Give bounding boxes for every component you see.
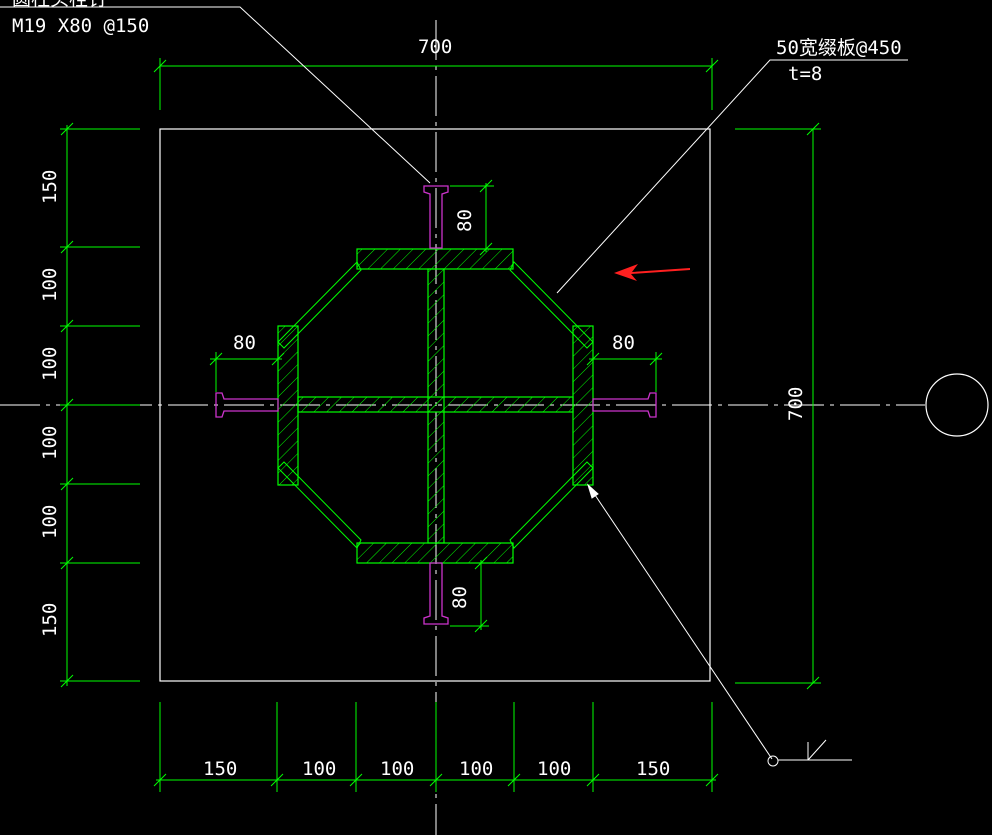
stud-name-label: 圆柱头栓钉	[12, 0, 107, 10]
right-flange	[572, 325, 594, 486]
dim-left-3: 100	[39, 347, 61, 381]
dim-bottom-2: 100	[302, 758, 336, 780]
dim-left-1: 150	[39, 170, 61, 204]
stiffener-thickness: t=8	[788, 63, 822, 85]
left-dimension-chain	[60, 122, 140, 688]
axis-lines	[0, 20, 925, 835]
dim-bottom-6: 150	[636, 758, 670, 780]
weld-leader	[586, 483, 852, 767]
left-flange	[277, 325, 299, 486]
dim-bottom-3: 100	[380, 758, 414, 780]
stiffener-label: 50宽缀板@450	[776, 37, 902, 59]
dim-stud-bottom: 80	[449, 586, 471, 609]
stud-bottom	[423, 562, 449, 625]
dim-stud-left: 80	[233, 332, 256, 354]
top-flange	[356, 248, 514, 270]
headed-studs	[215, 185, 657, 625]
stud-dims	[209, 179, 663, 633]
steel-cross-section	[277, 248, 594, 564]
red-arrow-icon	[614, 264, 690, 281]
dim-left-2: 100	[39, 268, 61, 302]
stud-top	[423, 185, 449, 249]
bottom-dimension-chain	[153, 702, 719, 792]
dim-stud-top: 80	[454, 209, 476, 232]
dim-stud-right: 80	[612, 332, 635, 354]
axis-bubble-icon	[925, 373, 989, 437]
top-dimension	[153, 58, 719, 110]
stiffener-leader	[556, 59, 908, 294]
right-dimension	[735, 122, 821, 690]
dim-overall-height: 700	[785, 387, 807, 421]
stud-spec-label: M19 X80 @150	[12, 15, 149, 37]
dim-bottom-4: 100	[459, 758, 493, 780]
stud-leader	[0, 6, 431, 184]
dim-left-6: 150	[39, 603, 61, 637]
horizontal-web	[297, 396, 574, 413]
base-plate-outline	[159, 128, 711, 682]
dim-left-5: 100	[39, 505, 61, 539]
dim-overall-width: 700	[418, 36, 452, 58]
dim-bottom-1: 150	[203, 758, 237, 780]
stud-left	[215, 392, 279, 418]
dim-left-4: 100	[39, 426, 61, 460]
bottom-flange	[356, 542, 514, 564]
dim-bottom-5: 100	[537, 758, 571, 780]
stud-right	[592, 392, 657, 418]
